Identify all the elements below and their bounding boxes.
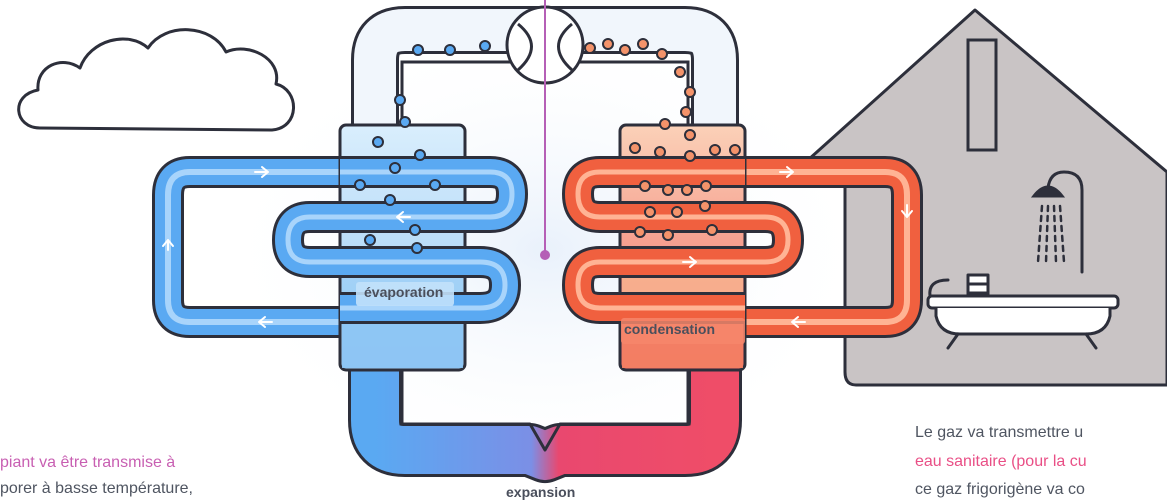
bottom-pipe <box>348 370 742 483</box>
pointer-line <box>540 0 550 260</box>
left-caption-line-2: porer à basse température, <box>0 480 193 497</box>
left-caption-line-1: piant va être transmise à <box>0 454 176 471</box>
evaporation-label: évaporation <box>364 284 444 300</box>
cold-inner-coil <box>272 156 528 324</box>
expansion-label: expansion <box>506 484 576 500</box>
hot-loop <box>745 156 923 338</box>
right-caption-line-3: ce gaz frigorigène va co <box>915 481 1085 498</box>
evaporation-label-bg <box>356 282 454 306</box>
condensation-label-bg <box>621 318 745 344</box>
cloud-icon <box>17 28 295 132</box>
hot-bubbles <box>584 38 741 241</box>
flow-arrows <box>162 166 913 328</box>
shower-icon <box>1030 170 1084 274</box>
right-caption-line-1: Le gaz va transmettre u <box>915 424 1084 441</box>
hot-inner-coil <box>562 156 804 324</box>
bathtub-icon <box>926 273 1120 350</box>
condensation-label: condensation <box>624 321 716 337</box>
cold-bubbles <box>354 40 491 254</box>
right-caption-line-2: eau sanitaire (pour la cu <box>915 453 1087 470</box>
